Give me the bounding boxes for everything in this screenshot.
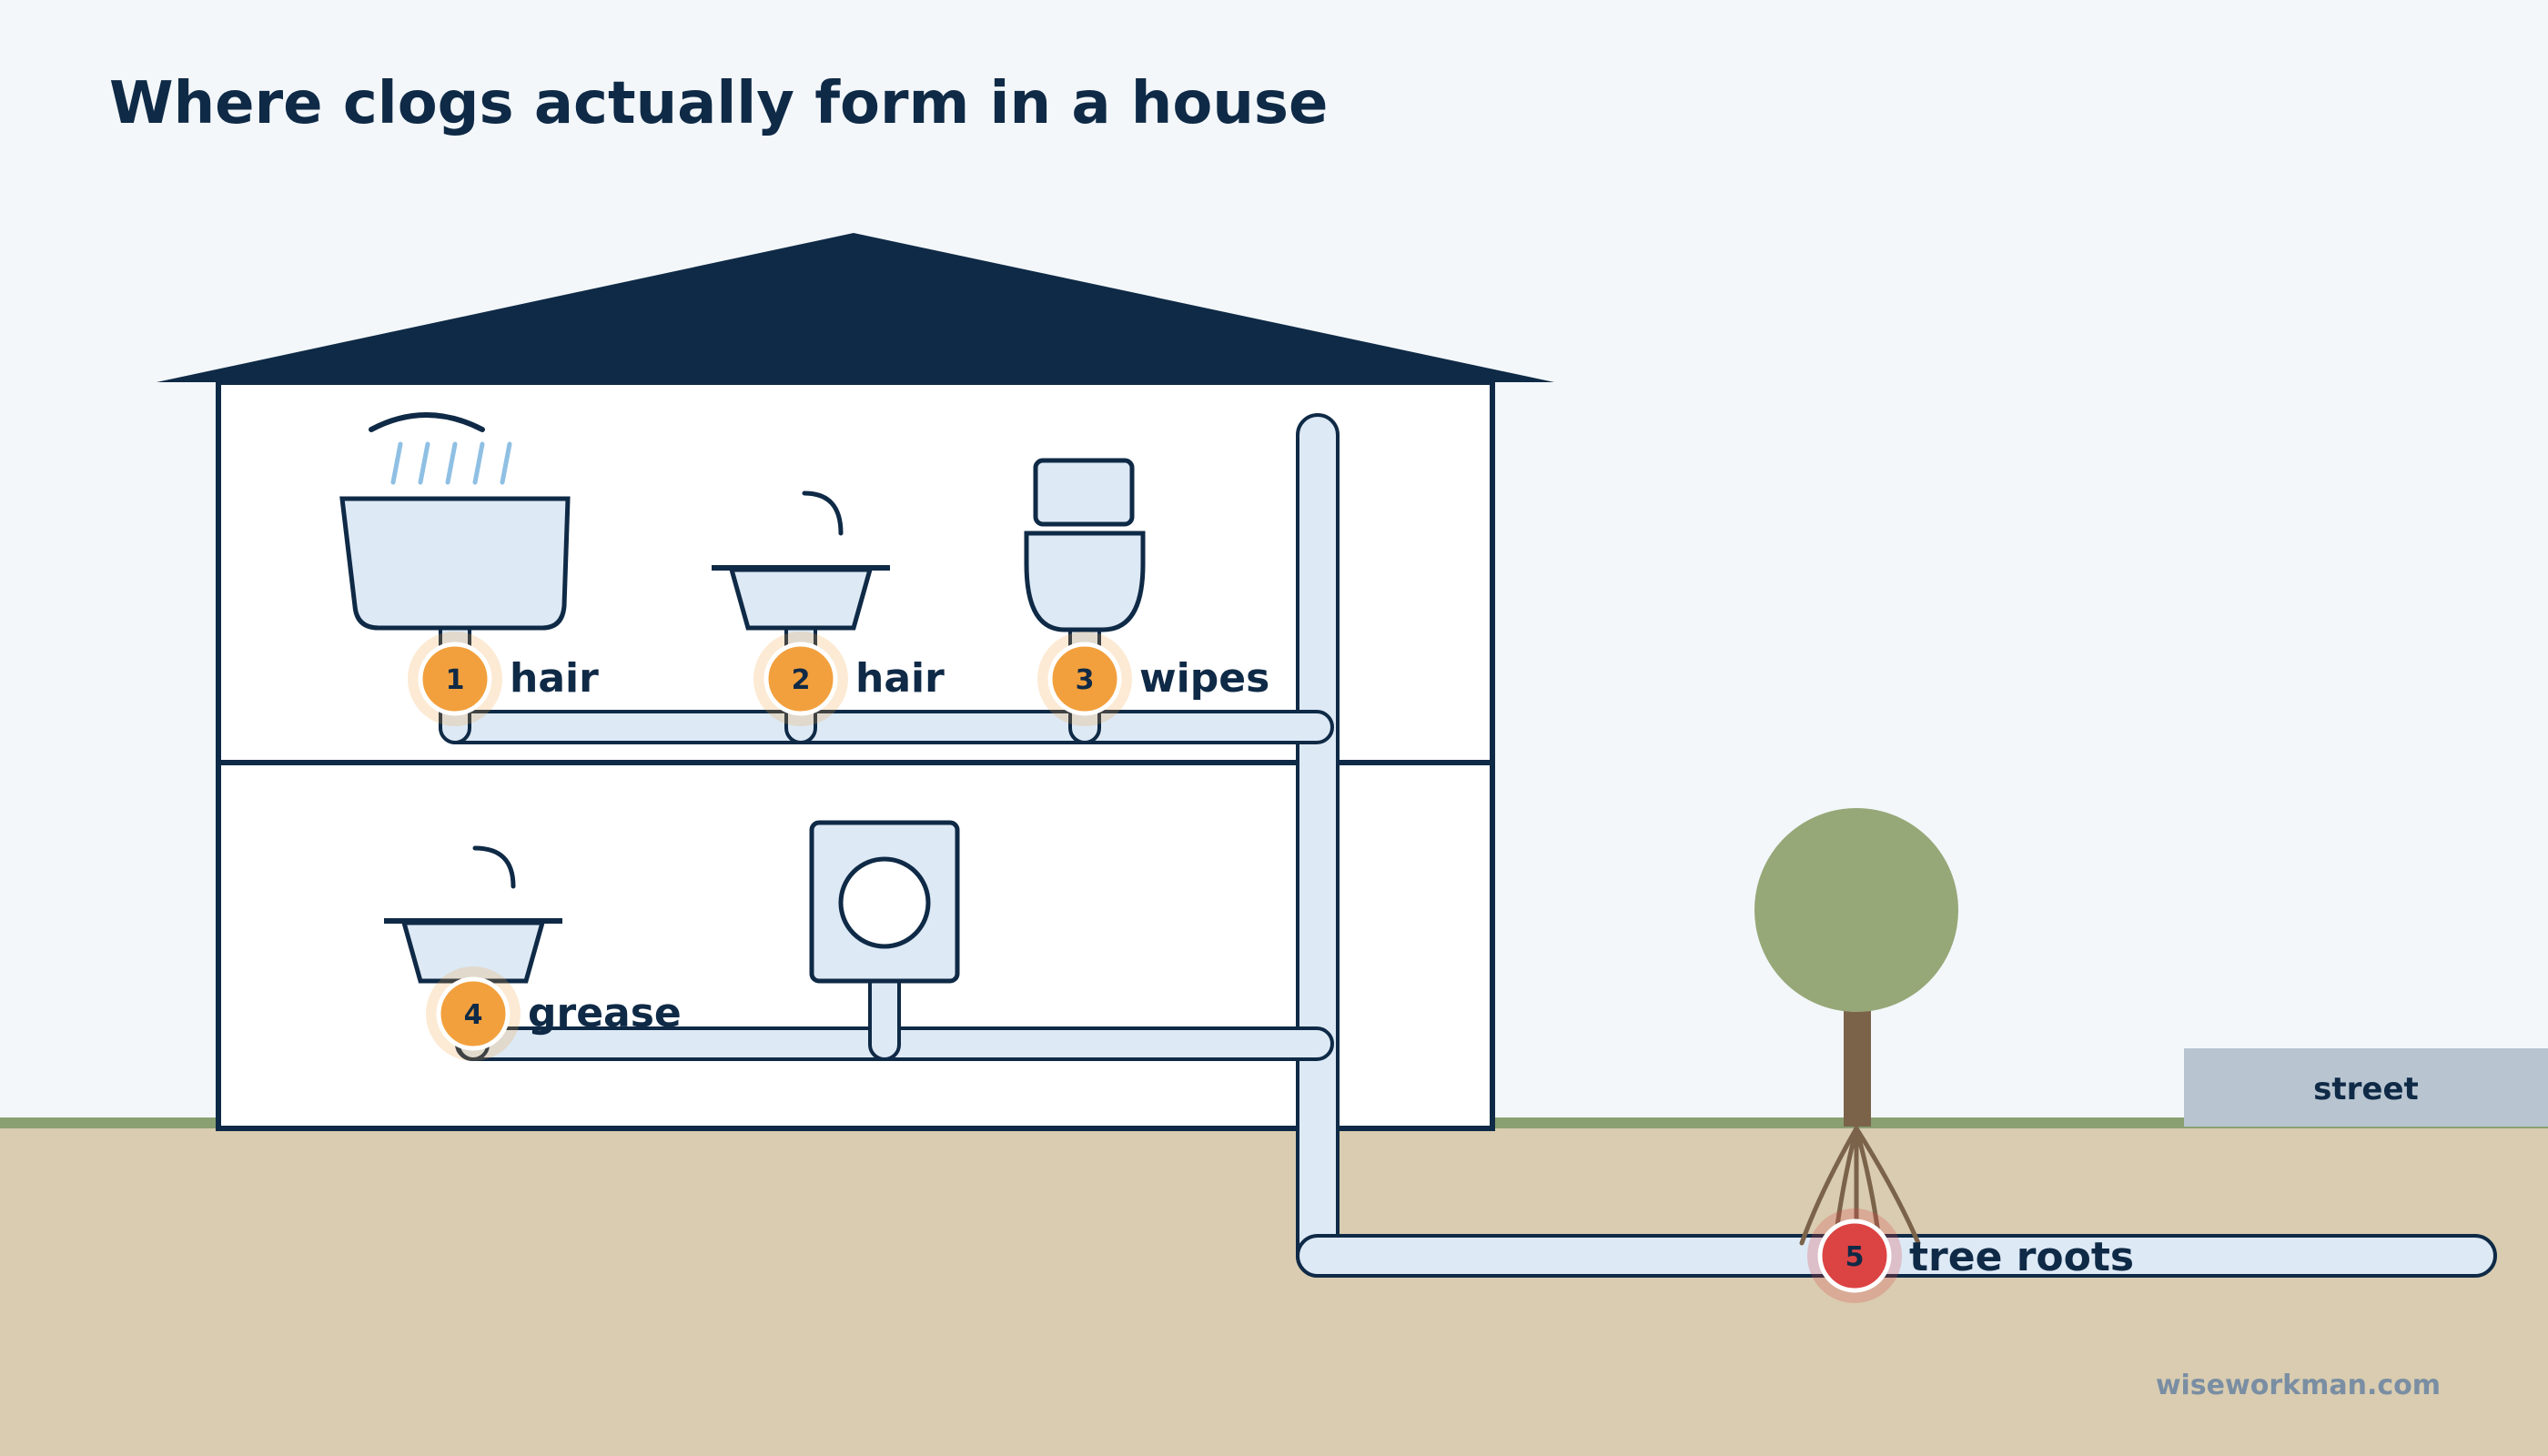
marker-badge — [763, 642, 838, 716]
upper-drain-line — [439, 710, 1334, 744]
marker-label: grease — [528, 990, 682, 1036]
diagram-title: Where clogs actually form in a house — [109, 70, 1328, 137]
kitchen-sink — [384, 845, 562, 984]
washing-machine — [809, 820, 960, 984]
marker-label: wipes — [1139, 655, 1269, 702]
marker-5: 5 tree roots — [1807, 1208, 2134, 1303]
kitchen-faucet-icon — [472, 845, 516, 889]
tree — [1754, 808, 1958, 1275]
marker-number: 5 — [1845, 1241, 1865, 1273]
toilet-tank-icon — [1033, 458, 1135, 527]
washer-door-icon — [838, 856, 931, 949]
bathroom-sink — [712, 490, 890, 631]
main-sewer-line — [1296, 1234, 2497, 1278]
shower-water-icon — [390, 441, 512, 485]
site-credit: wiseworkman.com — [2156, 1370, 2441, 1401]
kitchen-sink-basin-icon — [400, 920, 546, 984]
street-label: street — [2313, 1071, 2419, 1107]
sink-basin-icon — [728, 567, 874, 631]
marker-number: 4 — [464, 999, 483, 1031]
tree-canopy — [1754, 808, 1958, 1012]
toilet — [1024, 458, 1146, 632]
toilet-bowl-icon — [1024, 531, 1146, 632]
marker-badge — [1047, 642, 1122, 716]
bathtub-icon — [339, 496, 571, 631]
marker-4: 4 grease — [426, 966, 682, 1061]
marker-badge — [418, 642, 492, 716]
street: street — [2184, 1048, 2548, 1127]
marker-number: 2 — [792, 664, 811, 696]
marker-number: 3 — [1076, 664, 1095, 696]
marker-badge — [1817, 1218, 1892, 1293]
shower-head-icon — [369, 412, 485, 432]
street-block — [2184, 1048, 2548, 1127]
marker-label: hair — [510, 655, 599, 702]
marker-badge — [436, 976, 511, 1051]
marker-3: 3 wipes — [1037, 632, 1269, 726]
marker-number: 1 — [446, 664, 465, 696]
marker-label: tree roots — [1909, 1234, 2134, 1280]
marker-1: 1 hair — [408, 632, 599, 726]
marker-label: hair — [855, 655, 945, 702]
roof — [157, 233, 1554, 382]
main-stack-pipe — [1296, 413, 1340, 1278]
marker-2: 2 hair — [753, 632, 945, 726]
ground — [0, 1125, 2548, 1456]
faucet-icon — [802, 490, 844, 536]
shower-tub — [339, 412, 571, 631]
